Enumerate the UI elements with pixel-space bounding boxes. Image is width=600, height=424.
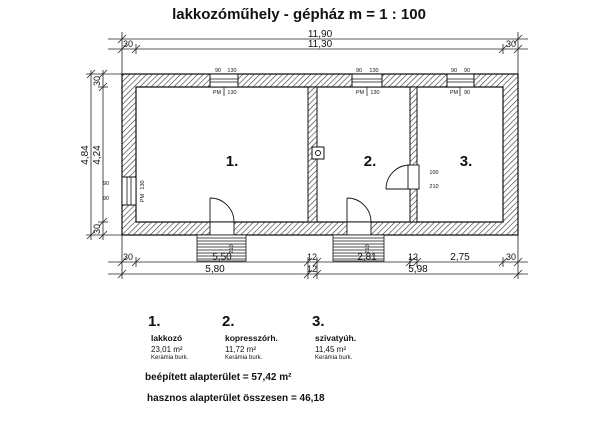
dim-bottom-partition1: 12 bbox=[307, 252, 317, 262]
dim-bottom-room3: 2,75 bbox=[450, 252, 470, 263]
top-dimensions bbox=[108, 32, 528, 74]
window-top-3-width: 90 bbox=[451, 68, 457, 74]
dim-bottom-partition2: 12 bbox=[408, 252, 418, 262]
legend-room-2-area: 11,72 m² bbox=[225, 345, 256, 354]
door-interior bbox=[385, 164, 420, 190]
dim-bottom-mid-partition: 12 bbox=[307, 264, 317, 274]
entrance-steps-1 bbox=[196, 234, 247, 262]
legend-room-3-number: 3. bbox=[312, 313, 325, 330]
dim-left-outer: 4,84 bbox=[80, 145, 91, 165]
room-1-label: 1. bbox=[226, 153, 239, 170]
legend-room-2-floor: Kerámia burk. bbox=[225, 355, 263, 361]
dim-bottom-wall-right: 30 bbox=[506, 252, 516, 262]
window-top-2-pm: PM bbox=[356, 90, 365, 96]
chimney-flue bbox=[315, 150, 321, 156]
dim-bottom-left-section: 5,80 bbox=[205, 264, 225, 275]
legend-room-1-number: 1. bbox=[148, 313, 161, 330]
legend-room-2-name: kopresszórh. bbox=[225, 333, 278, 343]
legend-room-1-name: lakkozó bbox=[151, 333, 183, 343]
legend-room-3-area: 11,45 m² bbox=[315, 345, 346, 354]
window-top-2-height-inner: 130 bbox=[370, 90, 379, 96]
room-3-label: 3. bbox=[460, 153, 473, 170]
window-left-width-2: 90 bbox=[103, 196, 109, 202]
door-interior-height: 210 bbox=[429, 184, 438, 190]
partition-wall-2 bbox=[409, 86, 418, 223]
usable-area-summary: hasznos alapterület összesen = 46,18 bbox=[147, 393, 325, 404]
door-interior-width: 100 bbox=[429, 170, 438, 176]
window-top-1-height: 130 bbox=[227, 68, 236, 74]
window-top-1-width: 90 bbox=[215, 68, 221, 74]
dim-left-top-wall: 30 bbox=[92, 76, 102, 86]
window-top-2-width: 90 bbox=[356, 68, 362, 74]
dim-bottom-room1: 5,50 bbox=[212, 252, 232, 263]
window-top-3-height: 90 bbox=[464, 68, 470, 74]
legend-room-1-floor: Kerámia burk. bbox=[151, 355, 189, 361]
room-2-label: 2. bbox=[364, 153, 377, 170]
built-area-summary: beépített alapterület = 57,42 m² bbox=[145, 372, 292, 383]
window-left bbox=[121, 176, 137, 206]
door-entrance-1 bbox=[209, 197, 235, 236]
window-top-1 bbox=[209, 73, 239, 96]
door-entrance-2 bbox=[346, 197, 372, 236]
bottom-dimensions bbox=[108, 235, 528, 279]
window-top-2-height: 130 bbox=[369, 68, 378, 74]
window-top-2 bbox=[351, 73, 383, 96]
window-top-1-pm: PM bbox=[213, 90, 222, 96]
entrance-steps-2 bbox=[332, 234, 385, 262]
window-top-3-height-inner: 90 bbox=[464, 90, 470, 96]
drawing-title: lakkozóműhely - gépház m = 1 : 100 bbox=[172, 6, 426, 23]
legend-room-1-area: 23,01 m² bbox=[151, 345, 183, 354]
dim-bottom-wall-left: 30 bbox=[123, 252, 133, 262]
window-top-1-height-inner: 130 bbox=[227, 90, 236, 96]
window-top-3-pm: PM bbox=[450, 90, 459, 96]
legend-room-3-name: szivatyúh. bbox=[315, 333, 357, 343]
dim-left-bottom-wall: 30 bbox=[92, 224, 102, 234]
dim-left-inner: 4,24 bbox=[92, 145, 103, 165]
window-top-3 bbox=[446, 73, 475, 96]
window-left-pm: PM bbox=[140, 193, 146, 202]
door-entrance-1-height: 210 bbox=[229, 244, 235, 253]
dim-top-inner: 11,30 bbox=[308, 39, 333, 50]
dim-bottom-room2: 2,81 bbox=[357, 252, 377, 263]
door-entrance-2-height: 210 bbox=[365, 244, 371, 253]
window-left-height: 130 bbox=[140, 180, 146, 189]
dim-top-left-wall: 30 bbox=[123, 39, 133, 49]
left-dimensions bbox=[86, 69, 122, 240]
dim-top-outer: 11,90 bbox=[308, 29, 333, 40]
legend-room-2-number: 2. bbox=[222, 313, 235, 330]
legend-room-3-floor: Kerámia burk. bbox=[315, 355, 353, 361]
dim-top-right-wall: 30 bbox=[506, 39, 516, 49]
window-left-width: 90 bbox=[103, 181, 109, 187]
dim-bottom-right-section: 5,98 bbox=[408, 264, 428, 275]
